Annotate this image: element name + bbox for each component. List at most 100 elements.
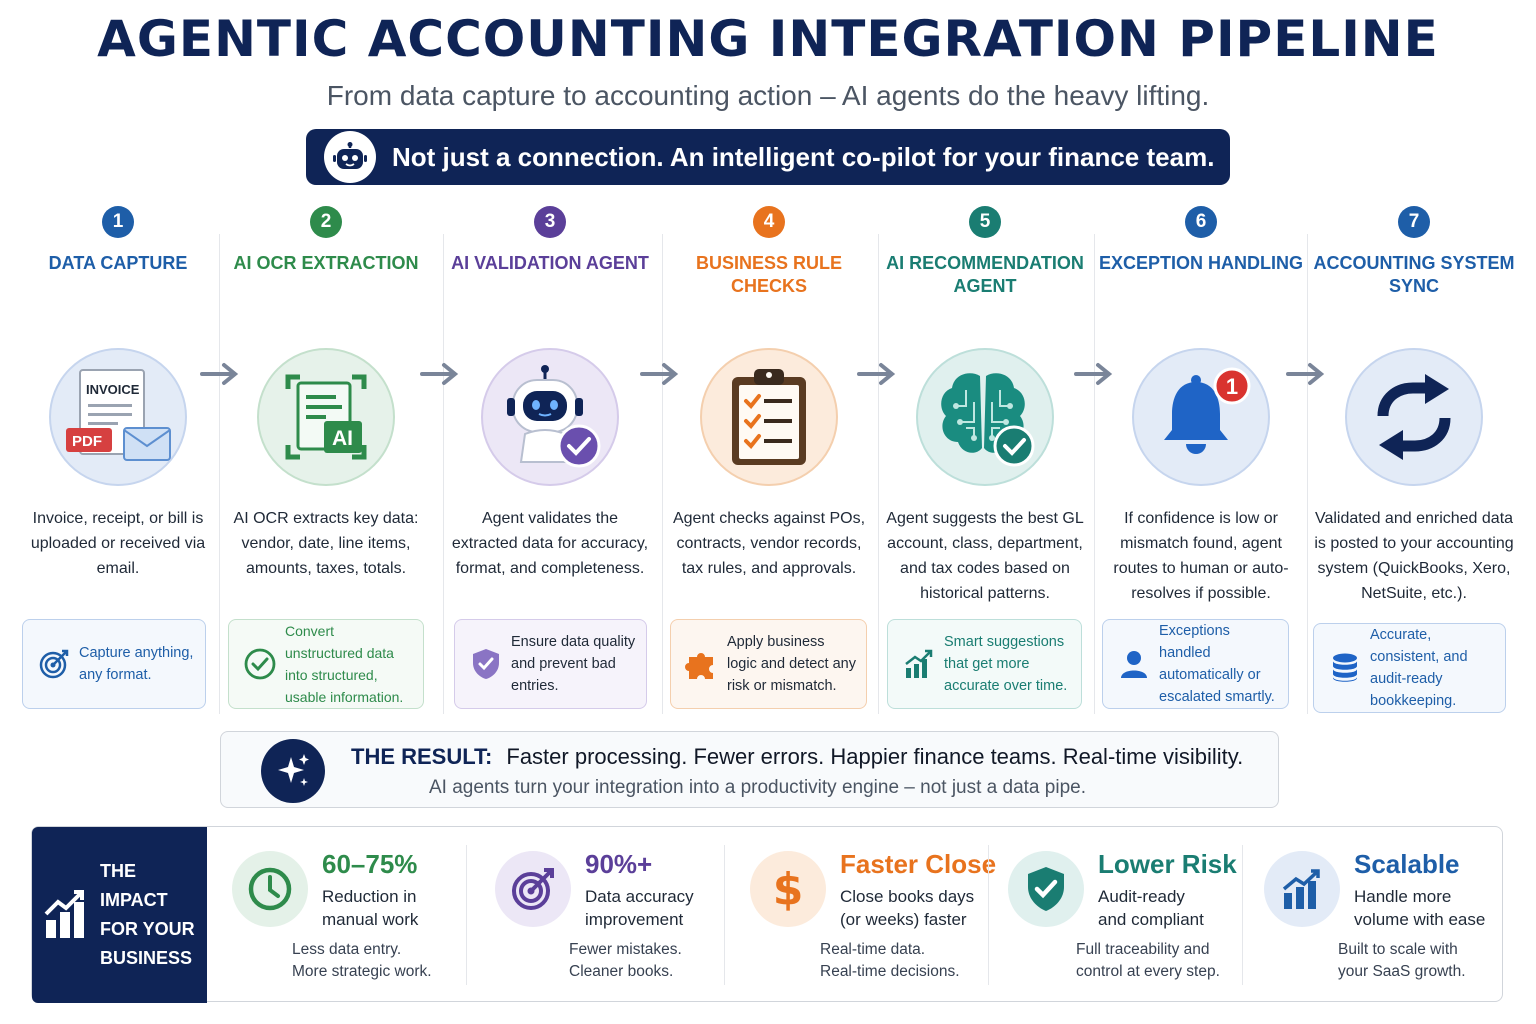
step-number: 4 [753, 206, 785, 238]
metric-label: manual work [322, 910, 419, 929]
metric-sub: Fewer mistakes. [569, 941, 682, 958]
step-description: Agent validates the extracted data for a… [451, 510, 649, 577]
step-description: Agent checks against POs, contracts, ven… [672, 510, 866, 577]
result-headline: THE RESULT: Faster processing. Fewer erro… [351, 744, 1243, 770]
metric-divider [466, 845, 467, 985]
step-number: 3 [534, 206, 566, 238]
column-divider [662, 234, 663, 714]
column-divider [443, 234, 444, 714]
clock-icon [232, 851, 308, 927]
arrow-right-icon [1286, 363, 1325, 385]
step-card: Apply business logic and detect any risk… [670, 619, 867, 709]
metric-label: Audit-ready [1098, 887, 1185, 906]
result-subline: AI agents turn your integration into a p… [429, 777, 1086, 798]
impact-label-line: BUSINESS [100, 948, 193, 968]
puzzle-icon [683, 647, 721, 681]
step-description: Invoice, receipt, or bill is uploaded or… [30, 510, 206, 577]
arrow-right-icon [640, 363, 679, 385]
svg-text:$: $ [773, 864, 804, 914]
metric-sub: control at every step. [1076, 963, 1220, 980]
step-title: AI OCR EXTRACTION [233, 253, 419, 273]
step-description: AI OCR extracts key data: vendor, date, … [233, 510, 419, 577]
metric-value: Lower Risk [1098, 849, 1237, 879]
step-exception-handling: 6 EXCEPTION HANDLING 1 If confidence is … [1094, 206, 1308, 606]
step-ai-ocr-extraction: 2 AI OCR EXTRACTION AI AI OCR extracts k… [219, 206, 433, 581]
copilot-banner: Not just a connection. An intelligent co… [306, 129, 1230, 185]
card-text: Ensure data quality and prevent bad entr… [511, 634, 636, 694]
metric-sub: Built to scale with [1338, 941, 1458, 958]
step-number: 5 [969, 206, 1001, 238]
impact-label-line: FOR YOUR [100, 919, 195, 939]
result-text: Faster processing. Fewer errors. Happier… [506, 744, 1244, 769]
robot-icon [324, 131, 376, 183]
sparkle-icon [261, 739, 325, 803]
ai-scan-icon: AI [257, 348, 395, 486]
step-ai-validation-agent: 3 AI VALIDATION AGENT Agent validates th… [443, 206, 657, 581]
metric-divider [988, 845, 989, 985]
impact-label-line: THE IMPACT [100, 861, 168, 910]
metric-divider [724, 845, 725, 985]
step-number: 7 [1398, 206, 1430, 238]
step-card: Capture anything, any format. [22, 619, 206, 709]
column-divider [878, 234, 879, 714]
step-card: Exceptions handled automatically or esca… [1102, 619, 1289, 709]
growth-chart-icon [44, 886, 88, 945]
metric-value: 60–75% [322, 849, 418, 879]
arrow-right-icon [857, 363, 896, 385]
result-label: THE RESULT: [351, 744, 493, 769]
database-icon [1326, 652, 1364, 684]
metric-sub: Real-time data. [820, 941, 926, 958]
card-text: Convert unstructured data into structure… [285, 623, 404, 705]
column-divider [219, 234, 220, 714]
metric-sub: More strategic work. [292, 963, 432, 980]
step-accounting-system-sync: 7 ACCOUNTING SYSTEM SYNC Validated and e… [1307, 206, 1521, 606]
checklist-icon [700, 348, 838, 486]
step-business-rule-checks: 4 BUSINESS RULE CHECKS Agent checks agai… [662, 206, 876, 581]
page-subtitle: From data capture to accounting action –… [326, 80, 1210, 111]
invoice-icon: INVOICE PDF [49, 348, 187, 486]
banner-text: Not just a connection. An intelligent co… [392, 141, 1215, 172]
metric-label: Handle more [1354, 887, 1452, 906]
check-circle-icon [241, 647, 279, 681]
card-text: Smart suggestions that get more accurate… [944, 634, 1068, 694]
step-description: If confidence is low or mismatch found, … [1113, 510, 1289, 602]
metric-divider [1242, 845, 1243, 985]
user-icon [1115, 649, 1153, 679]
page-title: AGENTIC ACCOUNTING INTEGRATION PIPELINE [97, 10, 1439, 68]
card-text: Accurate, consistent, and audit-ready bo… [1370, 627, 1468, 709]
step-number: 6 [1185, 206, 1217, 238]
metric-label: improvement [585, 910, 684, 929]
metric-value: Faster Close [840, 849, 997, 879]
shield-check-icon [1008, 851, 1084, 927]
step-title: BUSINESS RULE CHECKS [695, 253, 843, 296]
column-divider [1307, 234, 1308, 714]
shield-check-icon [467, 647, 505, 681]
step-title: ACCOUNTING SYSTEM SYNC [1313, 253, 1515, 296]
chart-up-icon [900, 648, 938, 680]
step-ai-recommendation-agent: 5 AI RECOMMENDATION AGENT Agent suggests… [878, 206, 1092, 606]
step-number: 2 [310, 206, 342, 238]
step-card: Ensure data quality and prevent bad entr… [454, 619, 647, 709]
arrow-right-icon [200, 363, 239, 385]
step-title: AI RECOMMENDATION AGENT [886, 253, 1084, 296]
sync-icon [1345, 348, 1483, 486]
metric-label: (or weeks) faster [840, 910, 967, 929]
target-icon [35, 648, 73, 680]
card-text: Exceptions handled automatically or esca… [1159, 623, 1275, 705]
step-card: Accurate, consistent, and audit-ready bo… [1313, 623, 1506, 713]
step-title: DATA CAPTURE [48, 253, 188, 273]
robot-check-icon [481, 348, 619, 486]
metric-label: Data accuracy [585, 887, 694, 906]
metric-sub: Less data entry. [292, 941, 402, 958]
dollar-icon: $ [750, 851, 826, 927]
step-title: AI VALIDATION AGENT [451, 253, 649, 273]
step-card: Convert unstructured data into structure… [228, 619, 424, 709]
invoice-label: INVOICE [86, 382, 140, 397]
metric-label: and compliant [1098, 910, 1204, 929]
metric-value: Scalable [1354, 849, 1460, 879]
metric-sub: Real-time decisions. [820, 963, 960, 980]
arrow-right-icon [420, 363, 459, 385]
notification-count: 1 [1226, 374, 1238, 399]
bell-icon: 1 [1132, 348, 1270, 486]
card-text: Capture anything, any format. [79, 645, 194, 683]
